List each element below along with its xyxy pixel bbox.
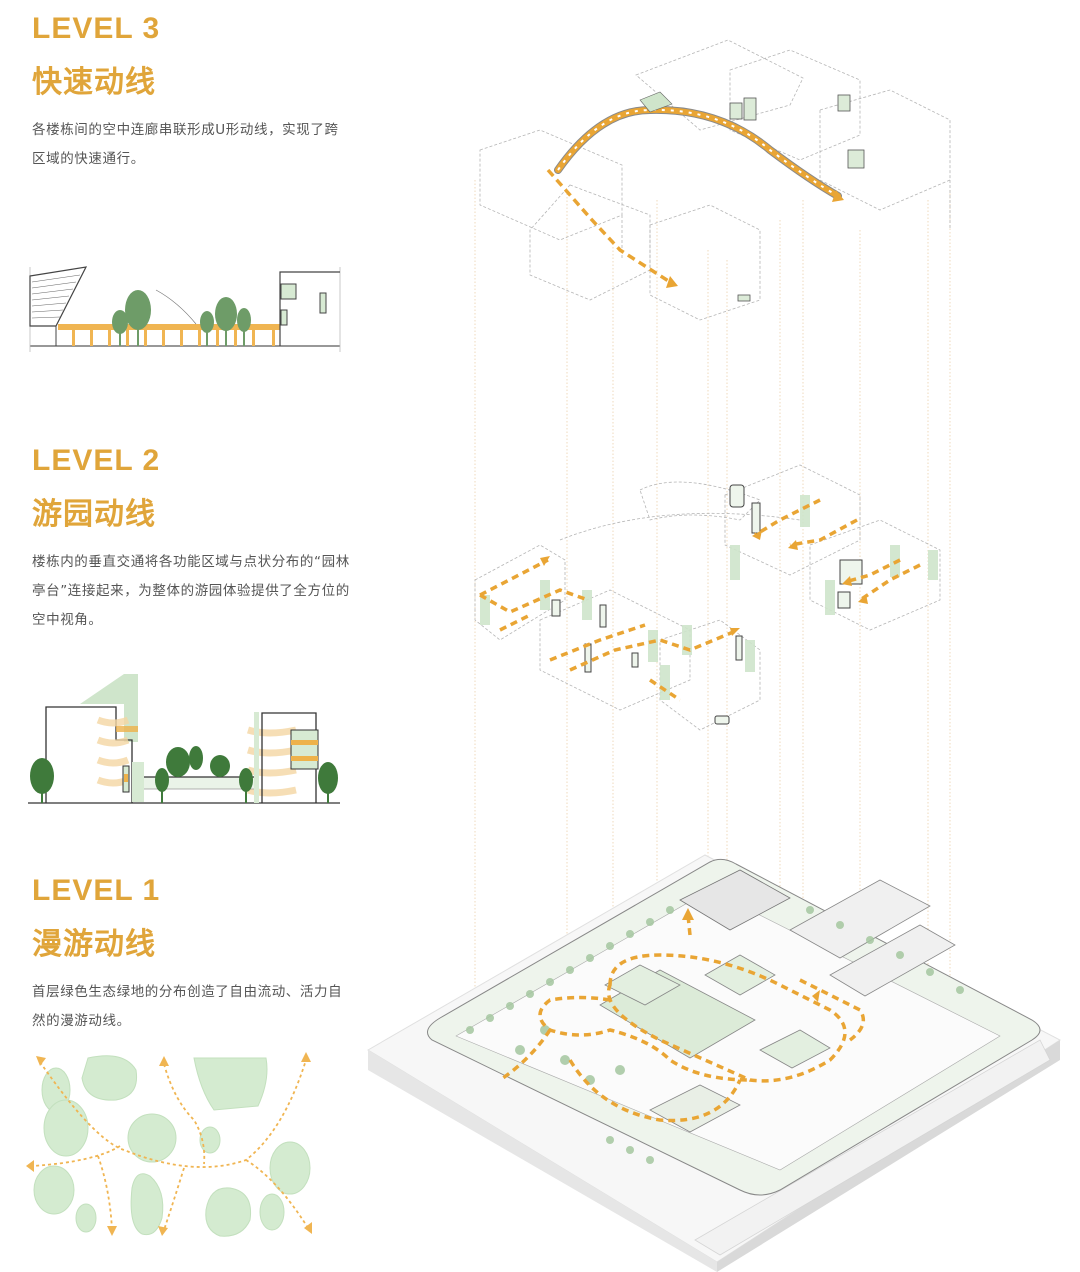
level-3-title: 快速动线 [32, 65, 156, 100]
axonometric-illustration [367, 39, 1061, 1272]
level-2-section-figure [28, 670, 348, 806]
level-1-block: LEVEL 1 漫游动线 首层绿色生态绿地的分布创造了自由流动、活力自然的漫游动… [32, 874, 352, 1036]
level-2-description: 楼栋内的垂直交通将各功能区域与点状分布的“园林亭台”连接起来，为整体的游园体验提… [32, 554, 350, 628]
level-1-title: 漫游动线 [32, 927, 156, 962]
level-3-section-figure [28, 262, 348, 354]
green-islands-plan-illustration [26, 1052, 312, 1237]
level-1-ground-site [367, 854, 1061, 1272]
level-2-label: LEVEL 2 [32, 444, 161, 477]
level-1-description: 首层绿色生态绿地的分布创造了自由流动、活力自然的漫游动线。 [32, 984, 343, 1029]
level-3-block: LEVEL 3 快速动线 各楼栋间的空中连廊串联形成U形动线，实现了跨区域的快速… [32, 12, 352, 174]
level-2-title: 游园动线 [32, 497, 156, 532]
vertical-garden-section-illustration [28, 674, 340, 804]
exploded-axonometric-diagram [360, 0, 1080, 1272]
level-2-block: LEVEL 2 游园动线 楼栋内的垂直交通将各功能区域与点状分布的“园林亭台”连… [32, 444, 352, 635]
level-1-label: LEVEL 1 [32, 874, 161, 907]
level-1-plan-figure [24, 1040, 324, 1240]
elevated-walkway-section-illustration [29, 266, 341, 352]
level-3-label: LEVEL 3 [32, 12, 161, 45]
level-3-description: 各楼栋间的空中连廊串联形成U形动线，实现了跨区域的快速通行。 [32, 122, 339, 167]
level-3-buildings [479, 39, 951, 321]
